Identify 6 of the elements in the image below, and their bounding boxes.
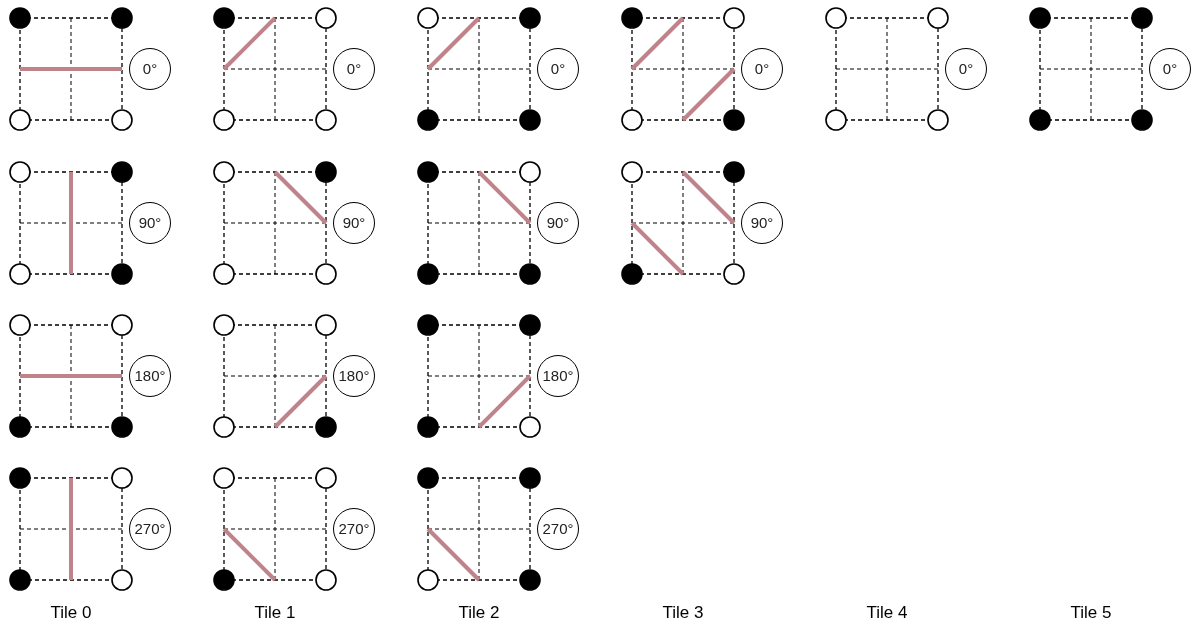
tile-caption: Tile 0 (49, 602, 93, 624)
tile-caption: Tile 4 (865, 602, 909, 624)
tile-caption: Tile 3 (661, 602, 705, 624)
tile-caption: Tile 5 (1069, 602, 1113, 624)
tile-caption: Tile 2 (457, 602, 501, 624)
tile-caption: Tile 1 (253, 602, 297, 624)
